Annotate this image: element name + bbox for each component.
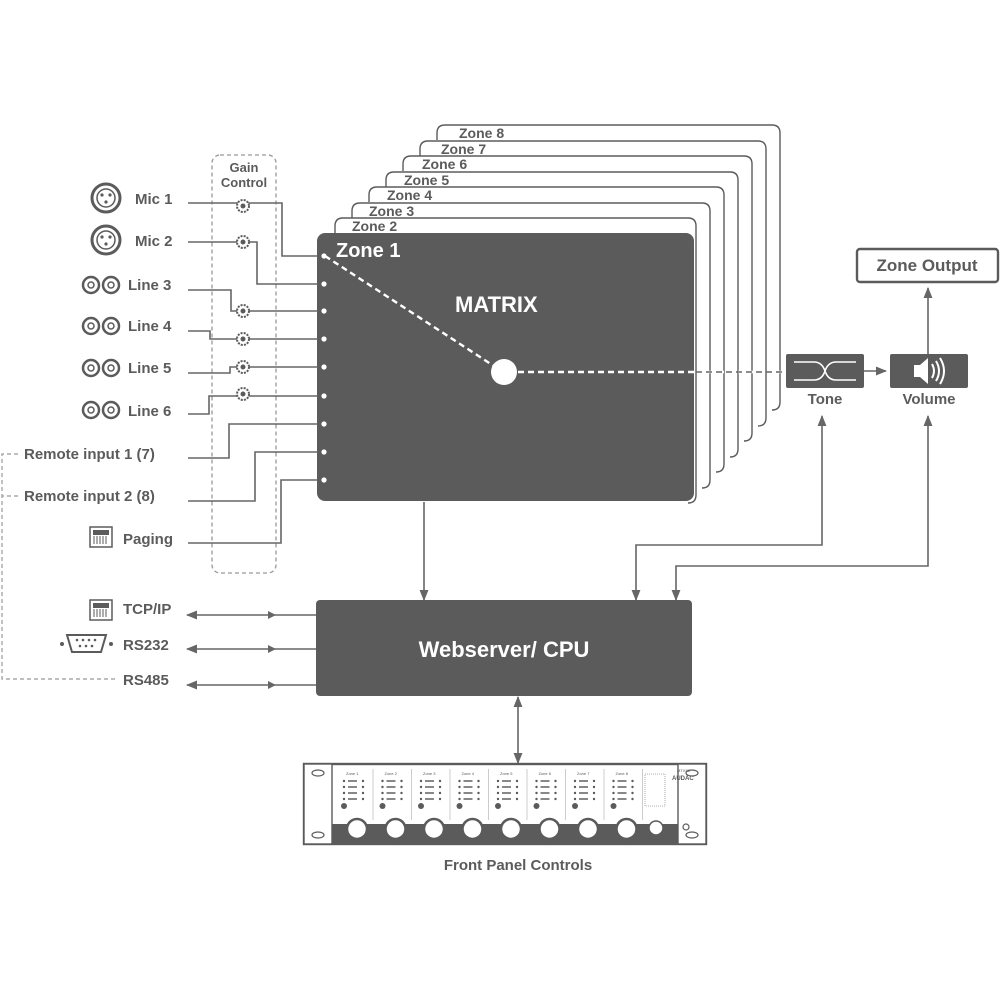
device-volume-knob <box>384 817 407 841</box>
device-channel-8: Zone 8 <box>610 769 643 841</box>
rj45-connector-icon <box>89 526 113 548</box>
input-label-line-3: Line 3 <box>128 277 171 294</box>
db9-connector-icon <box>60 634 113 653</box>
zone-output-block: Zone Output <box>855 247 1000 284</box>
input-label-mic-2: Mic 2 <box>135 233 173 250</box>
device-channel-label: Zone 5 <box>500 771 513 776</box>
control-ports: TCP/IP RS232 RS485 <box>60 599 171 689</box>
device-select-button <box>533 803 540 809</box>
front-panel-label: Front Panel Controls <box>444 857 592 874</box>
device-channel-2: Zone 2 <box>379 769 412 841</box>
xlr-connector-icon <box>90 224 122 256</box>
zone-label-7: Zone 7 <box>441 141 486 157</box>
device-volume-knob <box>345 817 369 841</box>
device-channel-label: Zone 7 <box>577 771 590 776</box>
device-volume-knob <box>615 817 638 841</box>
rca-connector-icon <box>81 275 121 295</box>
device-channel-7: Zone 7 <box>572 769 605 841</box>
device-channel-label: Zone 2 <box>385 771 398 776</box>
gain-knob-icon <box>236 235 250 249</box>
device-channel-label: Zone 4 <box>462 771 475 776</box>
line-arrow-ticks <box>268 611 276 689</box>
device-select-button <box>341 803 347 809</box>
rca-connector-icon <box>81 358 121 378</box>
device-power-button <box>682 823 690 831</box>
gain-knob-icon <box>236 304 250 318</box>
device-select-button <box>572 803 578 809</box>
matrix-input-dots <box>321 253 327 483</box>
device-channel-1: Zone 1 <box>341 769 374 841</box>
gain-knob-icon <box>236 332 250 346</box>
control-wiring <box>185 414 933 765</box>
zone-label-2: Zone 2 <box>352 218 397 234</box>
device-select-button <box>456 803 463 809</box>
xlr-connector-icon <box>90 182 122 214</box>
input-label-remote-2: Remote input 2 (8) <box>24 488 155 505</box>
zone-label-8: Zone 8 <box>459 125 504 141</box>
device-select-button <box>379 803 386 809</box>
device-volume-knob <box>422 817 446 841</box>
port-label-rs485: RS485 <box>123 672 169 689</box>
gain-control-label-1: Gain <box>230 160 259 175</box>
input-list: Mic 1 Mic 2 Line 3 Line 4 Line 5 Line 6 … <box>24 182 173 548</box>
device-select-button <box>610 803 617 809</box>
gain-control-label-2: Control <box>221 175 267 190</box>
input-label-line-5: Line 5 <box>128 360 171 377</box>
tone-block: Tone <box>786 354 864 408</box>
cpu-block: Webserver/ CPU <box>316 600 692 696</box>
port-label-tcpip: TCP/IP <box>123 601 171 618</box>
zone-label-4: Zone 4 <box>387 187 432 203</box>
device-channel-label: Zone 8 <box>616 771 629 776</box>
rj45-connector-icon <box>89 599 113 621</box>
device-channel-label: Zone 3 <box>423 771 436 776</box>
input-label-mic-1: Mic 1 <box>135 191 173 208</box>
volume-block: Volume <box>890 354 968 408</box>
input-label-line-4: Line 4 <box>128 318 172 335</box>
input-label-remote-1: Remote input 1 (7) <box>24 446 155 463</box>
matrix-mix-node <box>491 359 517 385</box>
input-label-line-6: Line 6 <box>128 403 171 420</box>
zone-label-5: Zone 5 <box>404 172 449 188</box>
device-volume-knob <box>576 817 600 841</box>
rca-connector-icon <box>81 400 121 420</box>
input-label-paging: Paging <box>123 531 173 548</box>
device-model: MTX88 <box>677 768 691 773</box>
device-volume-knob <box>538 817 561 841</box>
gain-knob-icon <box>236 387 250 401</box>
zone-label-3: Zone 3 <box>369 203 414 219</box>
device-speaker-grille <box>644 773 666 807</box>
device-channel-label: Zone 1 <box>346 771 359 776</box>
device-volume-knob <box>499 817 523 841</box>
rca-connector-icon <box>81 316 121 336</box>
tone-label: Tone <box>808 391 843 408</box>
device-channel-6: Zone 6 <box>533 769 566 841</box>
tone-filter-icon <box>794 361 856 381</box>
device-select-button <box>418 803 424 809</box>
port-label-rs232: RS232 <box>123 637 169 654</box>
volume-label: Volume <box>902 391 955 408</box>
input-wiring <box>188 202 318 544</box>
gain-knob-icon <box>236 199 250 213</box>
device-channel-3: Zone 3 <box>418 769 451 841</box>
device-channel-4: Zone 4 <box>456 769 489 841</box>
cpu-label: Webserver/ CPU <box>419 637 590 662</box>
gain-control-group: Gain Control <box>211 154 277 574</box>
remote-input-link <box>1 453 116 680</box>
zone1-matrix-block: Zone 1 MATRIX <box>317 233 694 501</box>
zone-label-6: Zone 6 <box>422 156 467 172</box>
gain-knob-icon <box>236 360 250 374</box>
device-channel-5: Zone 5 <box>495 769 528 841</box>
zone1-label: Zone 1 <box>336 240 400 262</box>
speaker-icon <box>914 357 945 385</box>
device-volume-knob <box>461 817 484 841</box>
matrix-label: MATRIX <box>455 292 538 317</box>
zone-output-label: Zone Output <box>876 256 977 275</box>
device-select-button <box>495 803 501 809</box>
device-brand: AUDAC <box>672 776 694 782</box>
device-channel-label: Zone 6 <box>539 771 552 776</box>
device-headphone-knob <box>648 820 664 836</box>
gain-knobs <box>236 199 250 401</box>
front-panel-device: Zone 1 Zone 2 Zone 3 Zone 4 Zone 5 Zone 6 Zone… <box>302 762 708 846</box>
